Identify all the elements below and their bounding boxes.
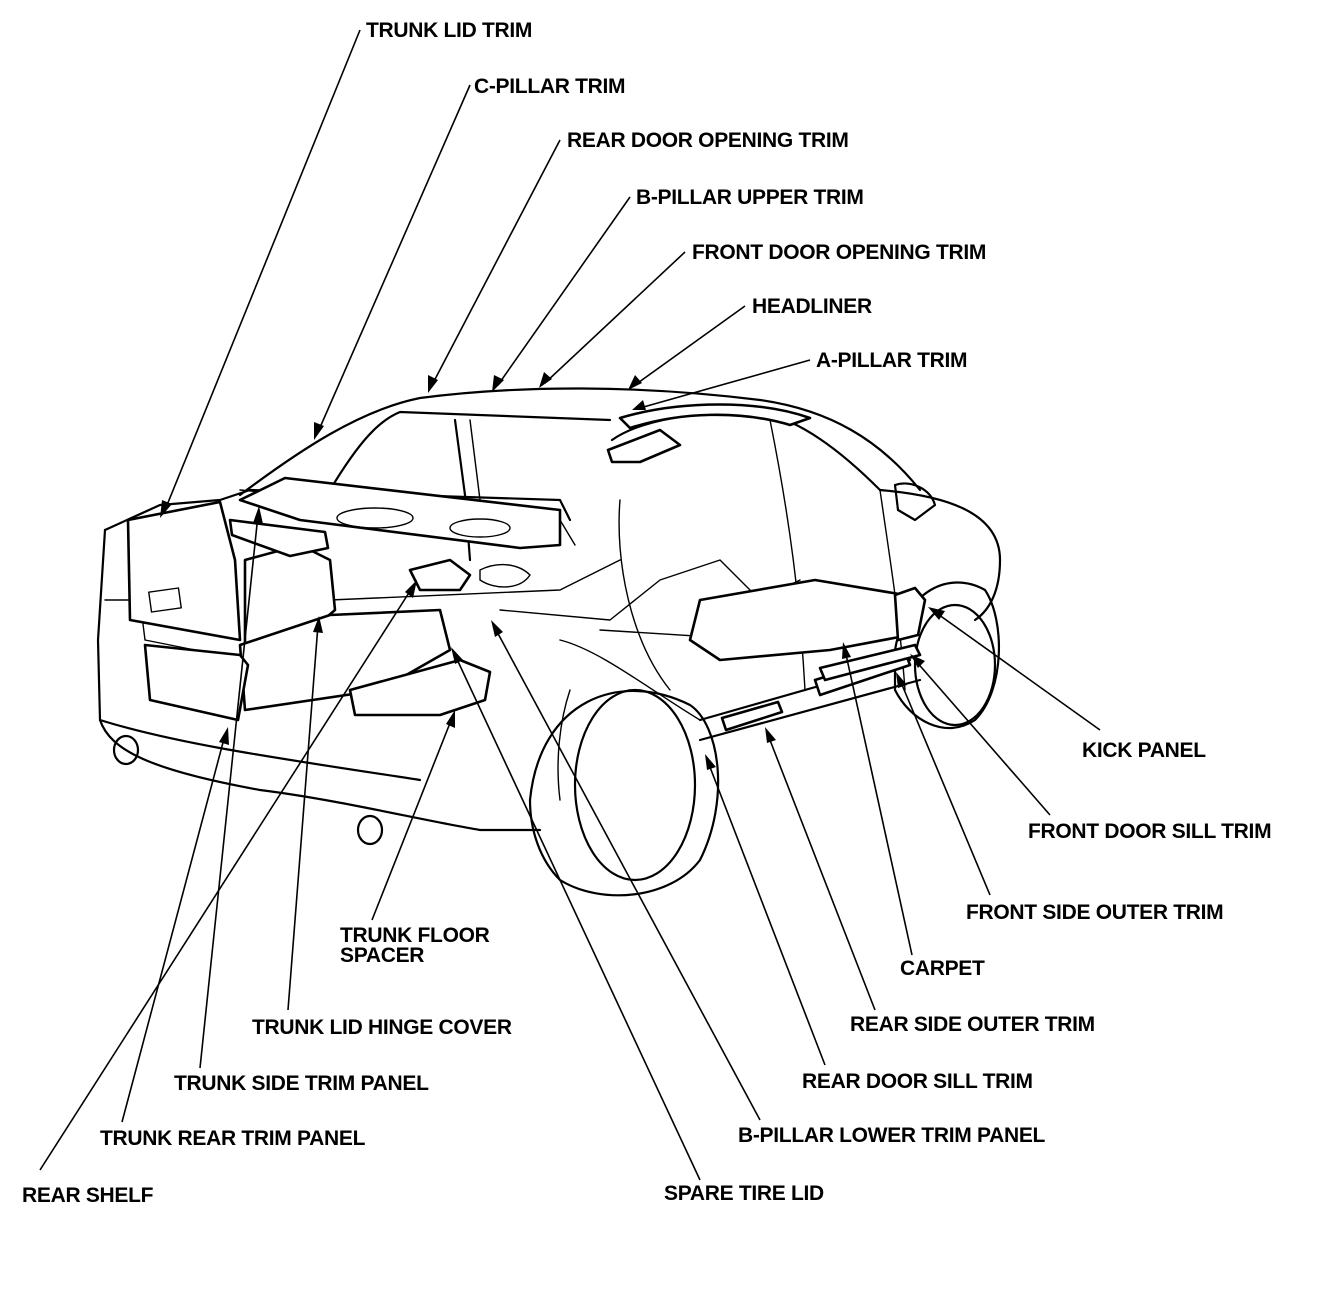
trunk-lid-trim-shape: [126, 500, 242, 642]
trunk-rear-trim-shape: [143, 643, 250, 722]
label-carpet: CARPET: [900, 957, 985, 980]
a-pillar-shape: [606, 428, 682, 464]
label-trunk-side-trim-panel: TRUNK SIDE TRIM PANEL: [174, 1072, 429, 1095]
headliner-shape: [618, 403, 812, 430]
kick-panel-shape: [893, 586, 927, 642]
label-b-pillar-upper-trim: B-PILLAR UPPER TRIM: [636, 186, 864, 209]
carpet-shape: [688, 578, 917, 662]
label-rear-door-sill-trim: REAR DOOR SILL TRIM: [802, 1070, 1033, 1093]
label-trunk-floor-spacer-line2: SPACER: [340, 944, 424, 967]
label-front-door-sill-trim: FRONT DOOR SILL TRIM: [1028, 820, 1271, 843]
label-front-door-opening-trim: FRONT DOOR OPENING TRIM: [692, 241, 986, 264]
trunk-hinge-shape: [228, 518, 330, 558]
label-rear-side-outer-trim: REAR SIDE OUTER TRIM: [850, 1013, 1095, 1036]
label-headliner: HEADLINER: [752, 295, 872, 318]
label-b-pillar-lower-trim-panel: B-PILLAR LOWER TRIM PANEL: [738, 1124, 1046, 1147]
label-c-pillar-trim: C-PILLAR TRIM: [474, 75, 625, 98]
label-trunk-lid-hinge-cover: TRUNK LID HINGE COVER: [252, 1016, 512, 1039]
label-front-side-outer-trim: FRONT SIDE OUTER TRIM: [966, 901, 1223, 924]
leader-lines: [39, 29, 1101, 1181]
rear-door-sill-shape: [720, 700, 784, 732]
label-rear-door-opening-trim: REAR DOOR OPENING TRIM: [567, 129, 849, 152]
label-trunk-lid-trim: TRUNK LID TRIM: [366, 19, 532, 42]
front-side-outer-shape: [818, 643, 922, 682]
rear-shelf-shape: [238, 476, 562, 550]
label-spare-tire-lid: SPARE TIRE LID: [664, 1182, 824, 1205]
trim-pieces: [126, 403, 927, 732]
callout-labels: TRUNK LID TRIM C-PILLAR TRIM REAR DOOR O…: [22, 19, 1272, 1207]
label-trunk-floor-spacer-line1: TRUNK FLOOR: [340, 924, 490, 947]
b-pillar-lower-shape: [408, 558, 472, 592]
label-a-pillar-trim: A-PILLAR TRIM: [816, 349, 967, 372]
trunk-floor-shape: [238, 608, 452, 712]
label-kick-panel: KICK PANEL: [1082, 739, 1206, 762]
label-rear-shelf: REAR SHELF: [22, 1184, 154, 1207]
label-trunk-rear-trim-panel: TRUNK REAR TRIM PANEL: [100, 1127, 366, 1150]
